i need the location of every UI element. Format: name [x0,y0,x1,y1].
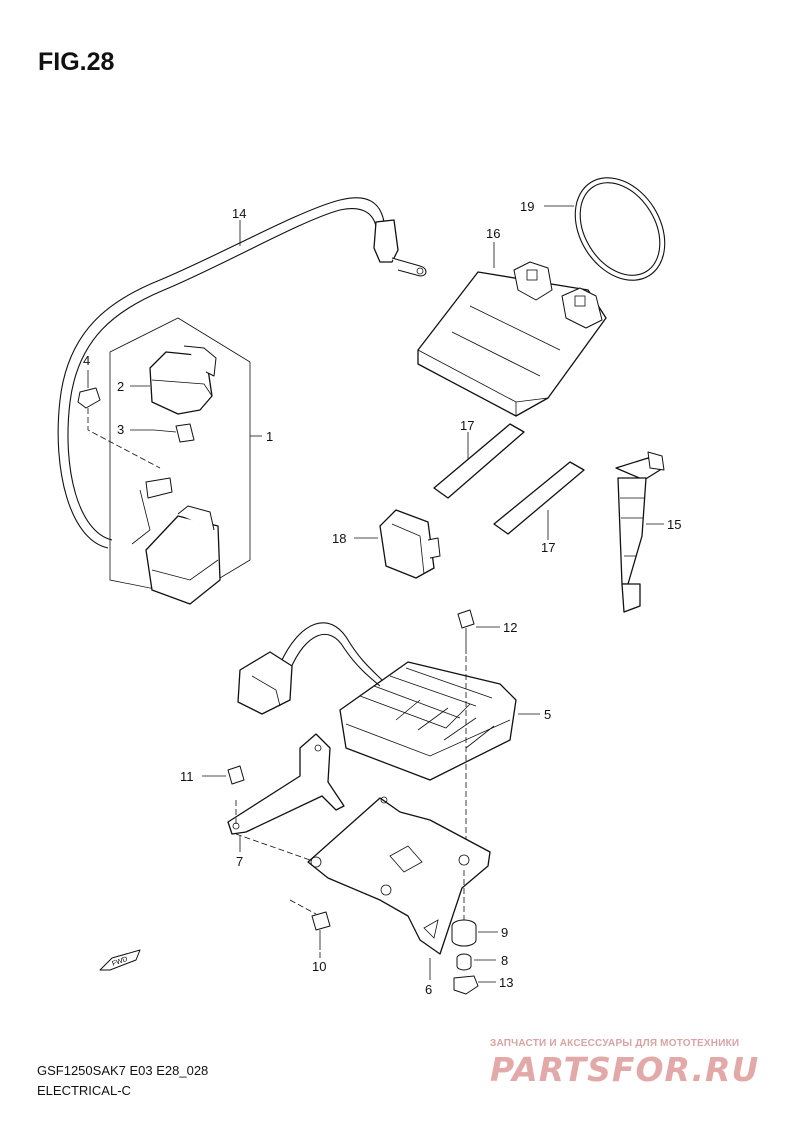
callout-10: 10 [312,959,326,974]
callout-12: 12 [503,620,517,635]
callout-4: 4 [83,353,90,368]
callout-17-upper: 17 [460,418,474,433]
o-ring-part-19 [574,177,666,281]
pad-part-17-upper [433,423,525,499]
relay-cover-part-2 [149,345,217,415]
fwd-arrow-icon: FWD [99,949,141,971]
battery-cable-part-14 [57,197,427,549]
fuse-part-3 [153,423,195,443]
bracket-part-6 [289,796,491,955]
relay-connector-part-18 [379,509,441,579]
bolt-part-11 [202,765,245,785]
callout-9: 9 [501,925,508,940]
callout-16: 16 [486,226,500,241]
callout-1: 1 [266,429,273,444]
leader-lines [87,205,664,983]
callout-17-lower: 17 [541,540,555,555]
callout-8: 8 [501,953,508,968]
screw-part-4 [77,387,161,469]
callout-5: 5 [544,707,551,722]
callout-6: 6 [425,982,432,997]
callout-13: 13 [499,975,513,990]
bolt-part-12 [457,609,500,852]
callout-15: 15 [667,517,681,532]
starter-relay-body [131,477,221,605]
callout-2: 2 [117,379,124,394]
watermark-tagline: ЗАПЧАСТИ И АКСЕССУАРЫ ДЛЯ МОТОТЕХНИКИ [490,1038,740,1049]
nut-part-13 [453,975,479,995]
collar-part-8 [456,953,472,971]
stay-part-7 [227,733,345,861]
callout-3: 3 [117,422,124,437]
footer-model-code: GSF1250SAK7 E03 E28_028 [37,1063,209,1078]
callout-18: 18 [332,531,346,546]
callout-numbers: 14 19 16 4 2 3 1 17 17 15 18 12 5 11 7 9… [83,199,681,997]
callout-11: 11 [180,769,194,784]
footer-section-name: ELECTRICAL-C [37,1083,131,1098]
watermark-logo: PARTSFOR.RU [490,1050,760,1089]
ecm-part-16 [417,261,607,417]
figure-title: FIG.28 [38,48,115,76]
bolt-part-10 [311,911,331,950]
starter-relay-assy-frame-part-1 [109,317,262,597]
callout-7: 7 [236,854,243,869]
pad-part-17-lower [493,461,585,535]
callout-19: 19 [520,199,534,214]
ignition-coil-part-15 [615,451,665,613]
grommet-part-9 [451,870,477,947]
regulator-rectifier-part-5 [237,622,517,781]
callout-14: 14 [232,206,246,221]
